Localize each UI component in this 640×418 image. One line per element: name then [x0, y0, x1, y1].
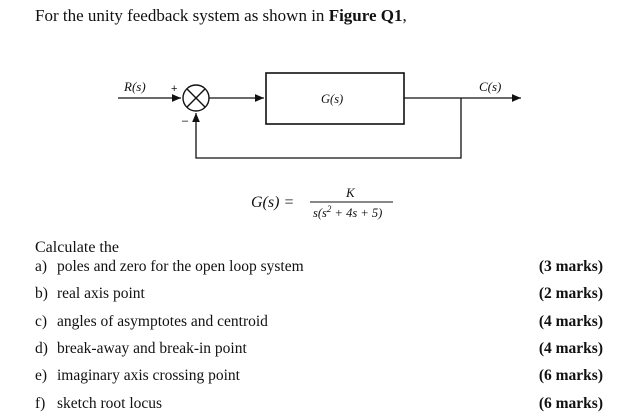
plus-sign: +	[171, 83, 177, 95]
question-text: poles and zero for the open loop system	[57, 258, 304, 275]
minus-sign: –	[182, 115, 189, 127]
block-label: G(s)	[321, 92, 343, 106]
block-diagram: R(s) C(s) G(s) + – G(s) = K s(s2 + 4s + …	[118, 72, 521, 220]
intro-sentence: For the unity feedback system as shown i…	[35, 6, 407, 26]
question-letter: b)	[35, 285, 48, 302]
summing-junction	[182, 84, 210, 112]
equation-numerator: K	[345, 185, 356, 200]
question-text: break-away and break-in point	[57, 340, 247, 357]
question-marks: (4 marks)	[538, 340, 603, 357]
question-item: c) angles of asymptotes and centroid	[35, 313, 268, 331]
feedback-path	[192, 98, 462, 159]
question-marks: (2 marks)	[538, 285, 603, 302]
question-letter: a)	[35, 258, 48, 275]
intro-prefix: For the unity feedback system as shown i…	[35, 6, 329, 25]
question-marks: (6 marks)	[538, 367, 603, 384]
question-item: d) break-away and break-in point	[35, 340, 247, 358]
output-label: C(s)	[479, 79, 501, 94]
question-letter: d)	[35, 340, 48, 357]
question-letter: e)	[35, 367, 48, 384]
question-text: angles of asymptotes and centroid	[57, 313, 268, 330]
input-label: R(s)	[123, 79, 146, 94]
figure-reference: Figure Q1	[328, 6, 403, 25]
equation-denominator: s(s2 + 4s + 5)	[313, 204, 382, 220]
equation-lhs: G(s) =	[251, 194, 294, 211]
question-marks: (4 marks)	[538, 313, 603, 330]
question-letter: c)	[35, 313, 48, 330]
question-text: imaginary axis crossing point	[57, 367, 240, 384]
question-marks: (3 marks)	[538, 258, 603, 275]
question-item: f) sketch root locus	[35, 395, 162, 413]
question-item: e) imaginary axis crossing point	[35, 367, 240, 385]
question-text: sketch root locus	[57, 395, 163, 412]
question-item: b) real axis point	[35, 285, 145, 303]
calculate-label: Calculate the	[35, 239, 119, 256]
question-letter: f)	[35, 395, 46, 412]
question-item: a) poles and zero for the open loop syste…	[35, 258, 304, 276]
intro-suffix: ,	[402, 6, 407, 25]
question-marks: (6 marks)	[538, 395, 603, 412]
question-text: real axis point	[57, 285, 145, 302]
